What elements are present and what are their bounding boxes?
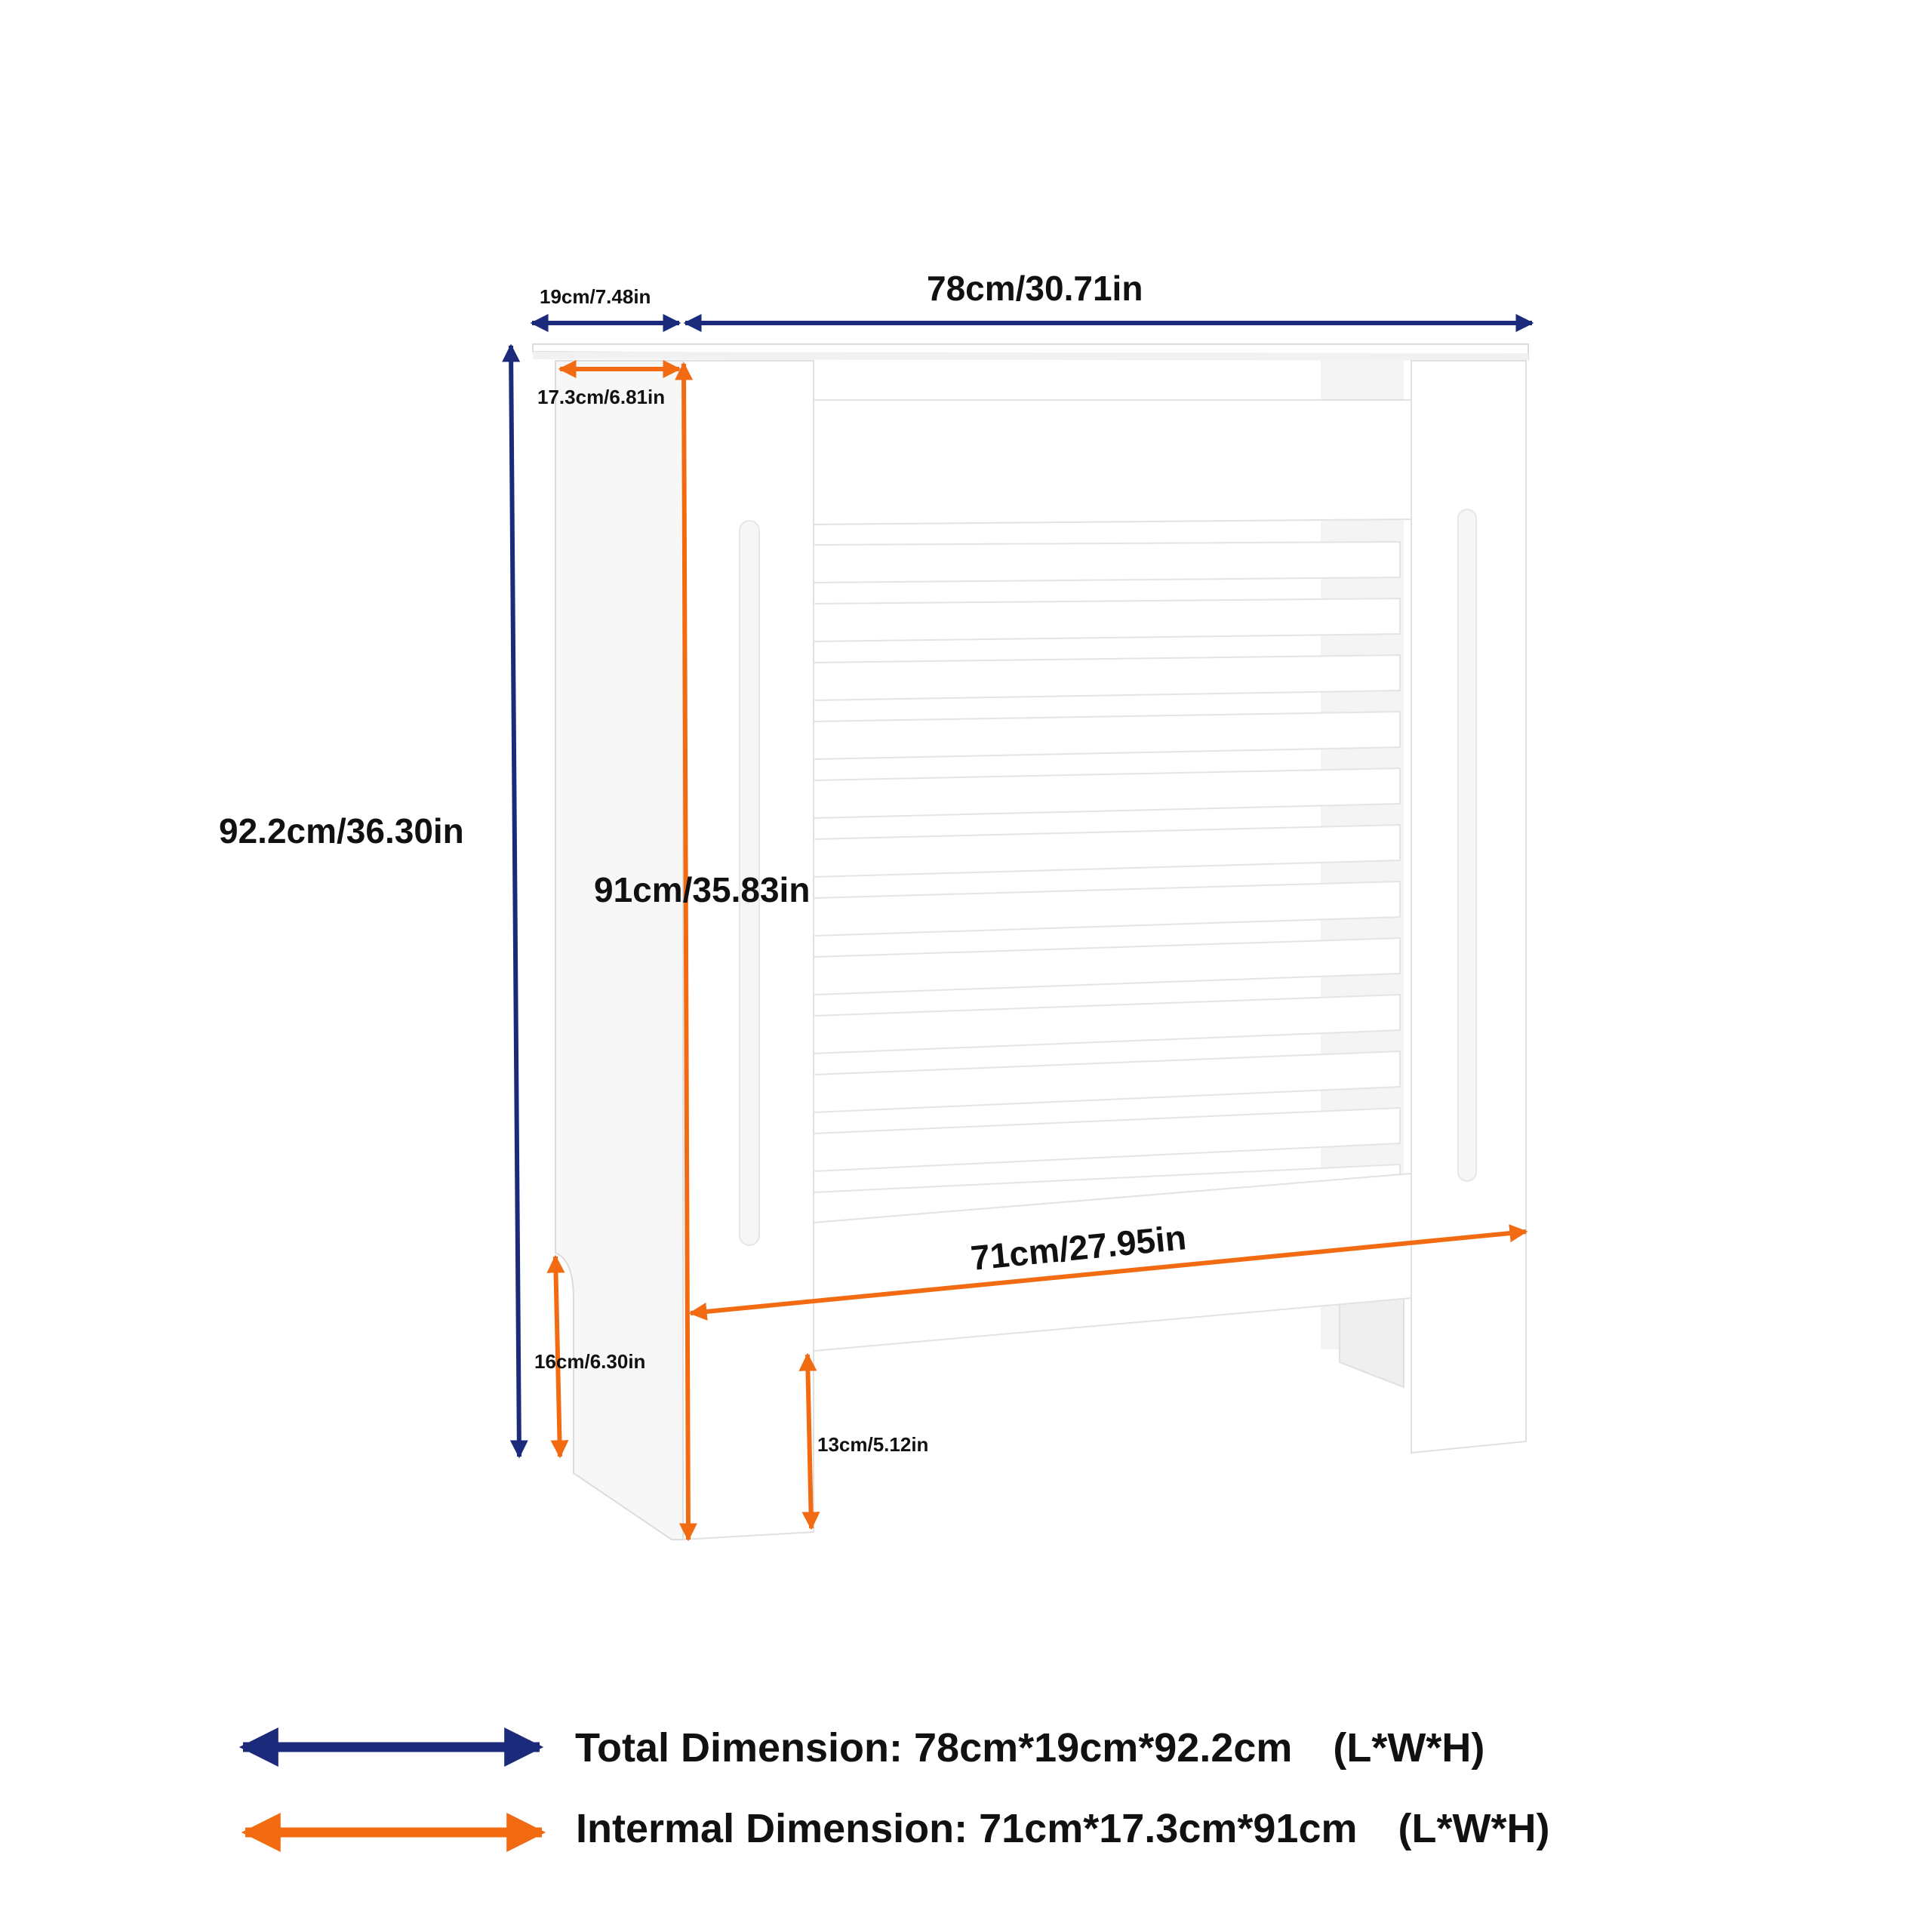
side-leg-height-label: 16cm/6.30in (534, 1350, 645, 1373)
height-total-label: 92.2cm/36.30in (219, 811, 464, 851)
legend-internal-text: Intermal Dimension: 71cm*17.3cm*91cm (L*… (576, 1806, 1549, 1851)
cabinet-slat (813, 937, 1401, 996)
cabinet-slat (813, 1106, 1401, 1173)
cabinet-slat (813, 654, 1401, 702)
cabinet-slat (813, 597, 1401, 643)
side-leg-height-arrow (546, 1254, 569, 1459)
cabinet-slat (813, 1050, 1401, 1114)
cabinet-front-right-groove (1457, 509, 1477, 1182)
height-total-arrow (502, 343, 528, 1459)
front-leg-height-arrow (798, 1352, 820, 1531)
cabinet-top-board-front-edge (533, 352, 1528, 361)
legend-total-text: Total Dimension: 78cm*19cm*92.2cm (L*W*H… (575, 1725, 1484, 1770)
cabinet-left-side-panel (555, 360, 684, 1540)
cabinet-slat (813, 880, 1401, 937)
cabinet-slat (813, 540, 1401, 584)
width-internal-arrow (688, 1224, 1528, 1321)
cabinet-slat (813, 767, 1401, 820)
cabinet-top-rail (813, 399, 1412, 526)
depth-internal-label: 17.3cm/6.81in (537, 386, 665, 408)
cabinet-slat (813, 823, 1401, 878)
legend: Total Dimension: 78cm*19cm*92.2cm (L*W*H… (238, 1725, 1549, 1852)
cabinet-slat (813, 993, 1401, 1055)
width-total-label: 78cm/30.71in (927, 269, 1143, 308)
cabinet-slat (813, 710, 1401, 761)
height-internal-arrow (675, 361, 697, 1542)
dimension-arrows (502, 314, 1534, 1542)
front-leg-height-label: 13cm/5.12in (817, 1433, 928, 1456)
cabinet-slats (813, 540, 1401, 1232)
depth-total-label: 19cm/7.48in (540, 285, 651, 308)
height-internal-label: 91cm/35.83in (594, 870, 810, 909)
